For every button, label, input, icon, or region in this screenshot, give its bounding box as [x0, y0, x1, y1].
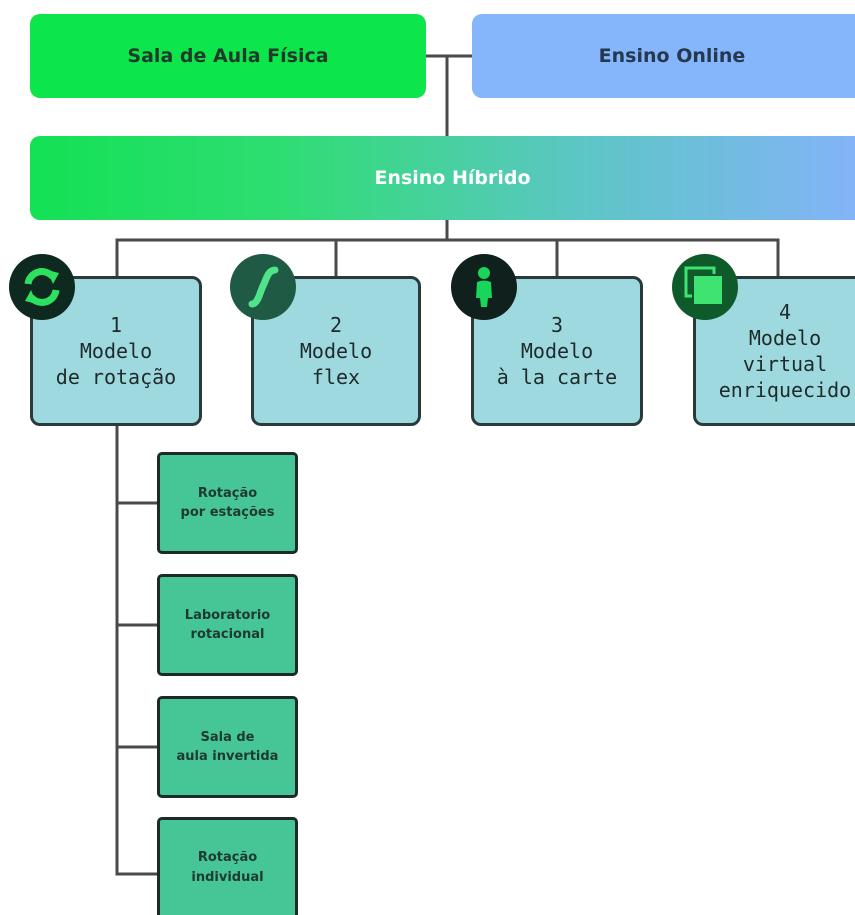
online-teaching-box: Ensino Online [472, 14, 855, 98]
submodel-line1: Sala de [200, 729, 255, 745]
person-icon [451, 254, 517, 320]
submodel-line2: rotacional [190, 627, 265, 642]
submodel-line2: por estações [180, 505, 275, 520]
submodel-individual-rotation: Rotação individual [157, 817, 298, 915]
model-line2: à la carte [496, 365, 618, 389]
model-line2: de rotação [55, 365, 177, 389]
model-line1: Modelo [79, 339, 153, 363]
model-line1: Modelo [299, 339, 373, 363]
rotation-arrows-icon [9, 254, 75, 320]
submodel-line2: aula invertida [176, 749, 279, 764]
submodel-line1: Laboratorio [184, 607, 271, 623]
flex-curve-icon [230, 254, 296, 320]
physical-classroom-label: Sala de Aula Física [127, 45, 329, 67]
submodel-lab-rotation: Laboratorio rotacional [157, 574, 298, 676]
hybrid-teaching-label: Ensino Híbrido [374, 167, 531, 189]
submodel-flipped-classroom: Sala de aula invertida [157, 696, 298, 798]
model-line1: Modelo [520, 339, 594, 363]
stacked-squares-icon [672, 254, 738, 320]
submodel-line2: individual [191, 869, 264, 885]
model-number: 4 [778, 300, 792, 324]
model-line2: flex [311, 365, 361, 389]
submodel-line1: Rotação [197, 485, 258, 501]
model-number: 1 [109, 313, 123, 337]
model-number: 3 [550, 313, 564, 337]
model-line2: virtual [742, 352, 828, 376]
submodel-line1: Rotação [197, 850, 258, 865]
model-line3: enriquecido [718, 378, 852, 402]
submodel-station-rotation: Rotação por estações [157, 452, 298, 554]
model-number: 2 [329, 313, 343, 337]
physical-classroom-box: Sala de Aula Física [30, 14, 426, 98]
model-line1: Modelo [748, 326, 822, 350]
online-teaching-label: Ensino Online [598, 45, 746, 67]
hybrid-teaching-box: Ensino Híbrido [30, 136, 855, 220]
